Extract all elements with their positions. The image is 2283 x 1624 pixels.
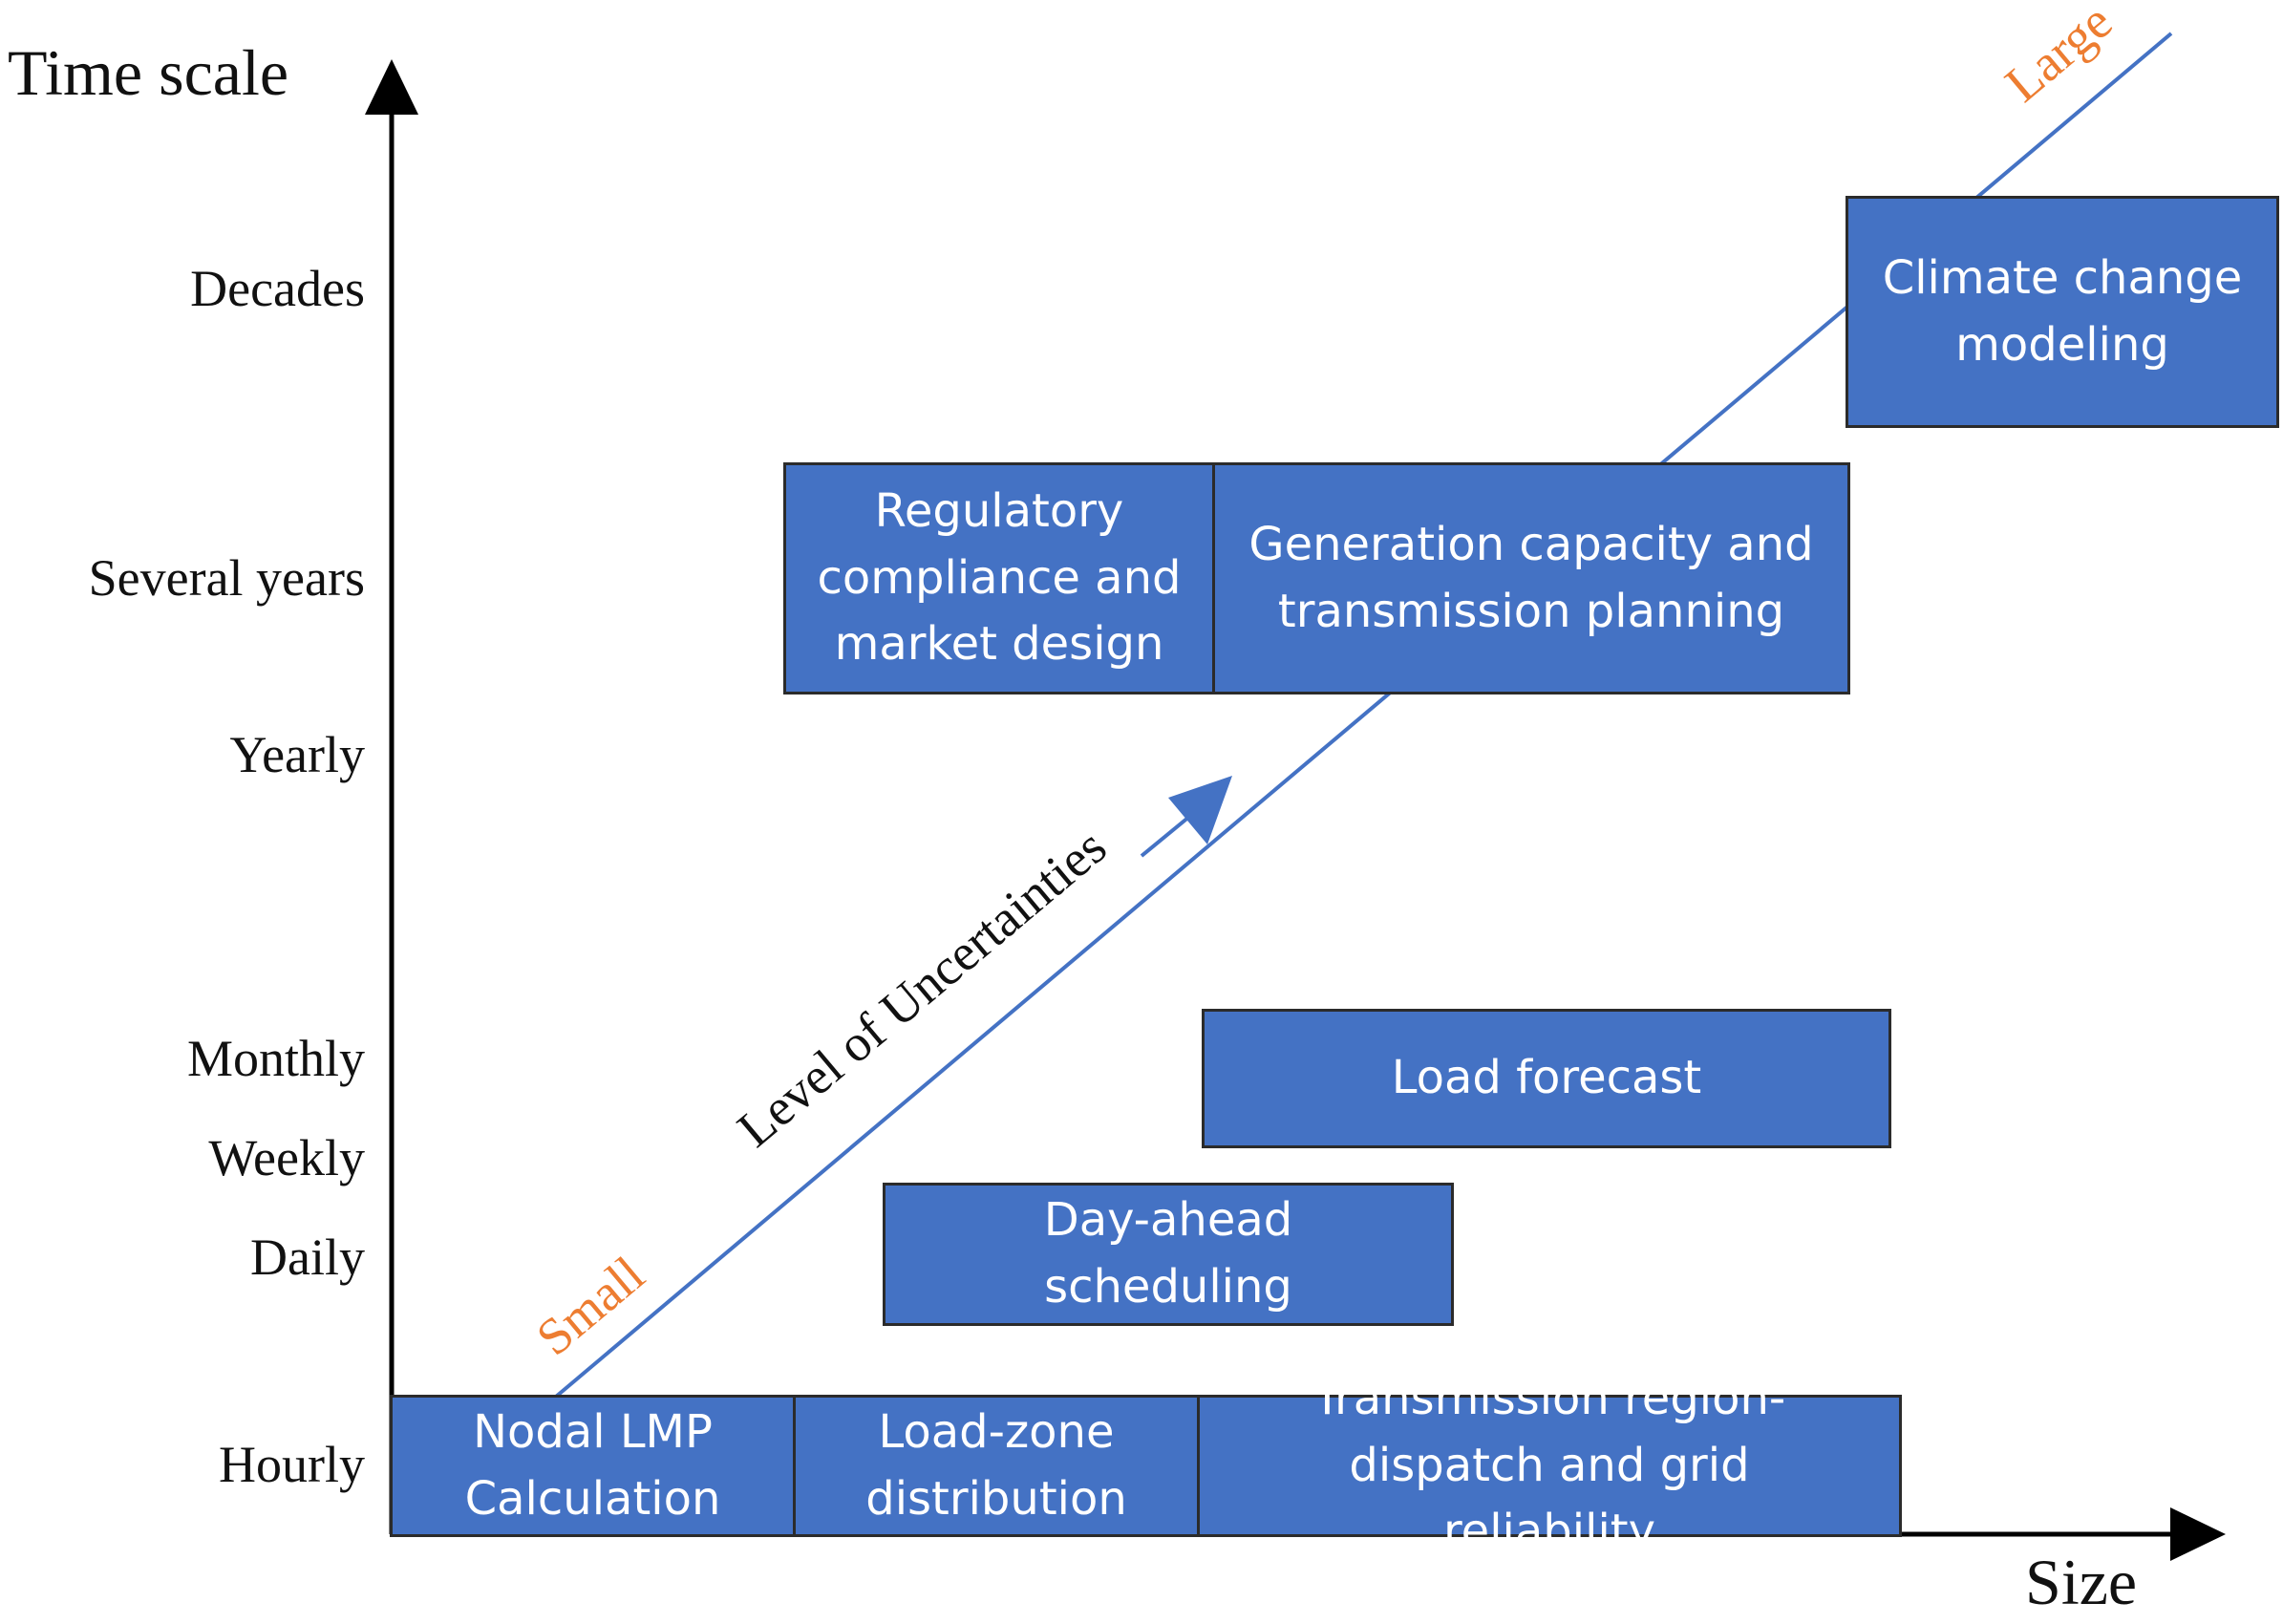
load-forecast-box: Load forecast	[1202, 1009, 1891, 1148]
climate-change-modeling-box: Climate change modeling	[1846, 196, 2279, 428]
time-scale-label: Monthly	[186, 1030, 365, 1087]
generation-capacity-box: Generation capacity and transmission pla…	[1212, 462, 1850, 694]
time-scale-label: Daily	[250, 1229, 365, 1286]
box-label: Day-ahead scheduling	[1043, 1193, 1293, 1314]
y-axis-arrowhead-icon	[365, 59, 418, 115]
box-label: Transmission region-dispatch and grid re…	[1312, 1372, 1786, 1559]
transmission-region-box: Transmission region-dispatch and grid re…	[1197, 1372, 1902, 1558]
box-label: Load forecast	[1391, 1051, 1702, 1105]
box-label: Generation capacity and transmission pla…	[1248, 517, 1814, 638]
time-scale-label: Yearly	[229, 726, 365, 783]
time-scale-label: Weekly	[208, 1129, 365, 1186]
x-axis-title: Size	[2025, 1546, 2138, 1618]
time-scale-label: Decades	[190, 260, 365, 317]
y-axis-title: Time scale	[8, 36, 289, 109]
box-label: Nodal LMP Calculation	[464, 1404, 721, 1526]
x-axis-arrowhead-icon	[2170, 1507, 2226, 1561]
regulatory-compliance-box: Regulatory compliance and market design	[783, 462, 1215, 694]
nodal-lmp-box: Nodal LMP Calculation	[390, 1395, 796, 1537]
box-label: Load-zone distribution	[865, 1404, 1127, 1526]
load-zone-box: Load-zone distribution	[793, 1395, 1200, 1537]
uncertainty-arrowhead-icon	[1168, 776, 1232, 844]
time-scale-label: Several years	[88, 549, 365, 607]
box-label: Climate change modeling	[1882, 250, 2243, 372]
box-label: Regulatory compliance and market design	[817, 484, 1182, 672]
time-scale-label: Hourly	[219, 1436, 365, 1493]
day-ahead-scheduling-box: Day-ahead scheduling	[883, 1183, 1454, 1326]
